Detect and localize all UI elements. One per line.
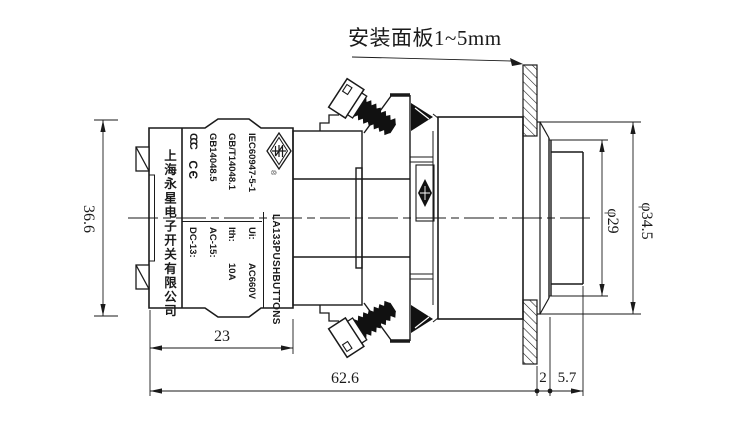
terminal-clamp-bottom [319, 305, 339, 322]
ccc-mark: CCC [187, 133, 200, 147]
dim-terminal-width: 23 [214, 328, 230, 345]
certification-row: CCC CЄ [183, 133, 203, 219]
nameplate-header: LA133 PUSHBUTTONS [270, 214, 281, 325]
product-type: PUSHBUTTONS [270, 245, 281, 325]
bezel-and-button [537, 121, 608, 315]
dim-button-diameter: φ29 [604, 208, 621, 234]
panel-thickness-note: 安装面板1~5mm [348, 26, 502, 50]
dim-body-height: 36.6 [80, 205, 97, 233]
rating-ith: Ith: 10A [226, 227, 238, 281]
switch-body-outline [135, 118, 294, 318]
brand-diamond-small [415, 164, 435, 222]
rating-dc13: DC-13: [187, 227, 199, 258]
ratings-column: Ui: AC660V Ith: 10A AC-15: DC-13: [183, 227, 261, 307]
anti-rotation-tabs [411, 103, 433, 333]
mounting-bushing [437, 116, 524, 320]
brand-diamond-logo [266, 132, 292, 170]
product-nameplate: ® LA133 PUSHBUTTONS IEC60947-5-1 GB/T140… [182, 128, 293, 325]
ce-mark: CЄ [185, 160, 200, 181]
terminal-screw-bottom [327, 300, 396, 359]
company-name: 上海永星电子开关有限公司 [162, 149, 176, 319]
dim-button-protrusion: 5.7 [557, 370, 577, 386]
rating-ac15: AC-15: [207, 227, 218, 258]
registered-trademark: ® [269, 170, 276, 176]
dimension-lines [94, 56, 641, 396]
dimension-arrows [100, 58, 636, 394]
header-underline [262, 212, 264, 308]
dim-overall-length: 62.6 [331, 370, 359, 387]
model-number: LA133 [270, 214, 281, 246]
standards-column: IEC60947-5-1 GB/T14048.1 GB14048.5 CCC C… [183, 133, 261, 219]
terminal-screw-top [327, 77, 396, 136]
rating-ui: Ui: AC660V [246, 227, 257, 299]
standard-iec: IEC60947-5-1 [246, 133, 257, 193]
dim-bezel-diameter: φ34.5 [638, 202, 655, 240]
nameplate-divider [182, 221, 262, 223]
dim-bezel-thickness: 2 [539, 370, 547, 386]
mounting-panel-section [522, 64, 538, 365]
standard-gb: GB14048.5 [207, 133, 218, 182]
contact-block [292, 93, 439, 343]
standard-gbt: GB/T14048.1 [226, 133, 238, 191]
terminal-clamp-top [319, 114, 339, 131]
